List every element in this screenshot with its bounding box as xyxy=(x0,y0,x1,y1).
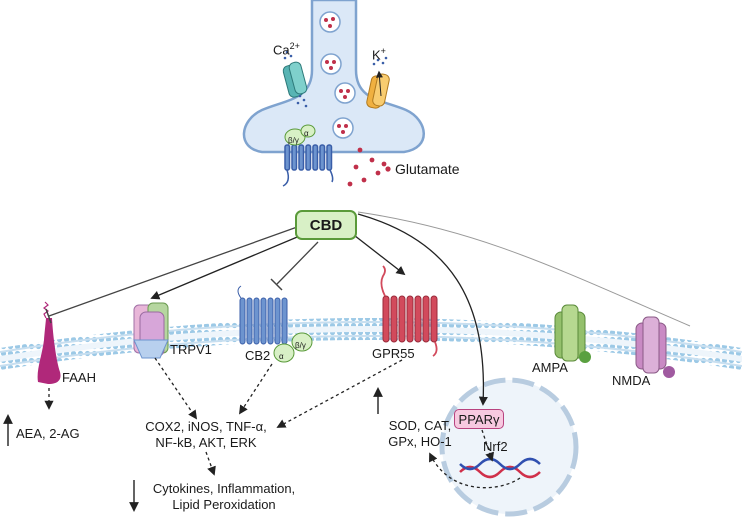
beta-gamma-label-top: β/γ xyxy=(288,136,299,145)
cbd-to-cb2-inhibit xyxy=(276,241,319,285)
calcium-label: Ca2+ xyxy=(273,41,300,58)
ca-channel-icon xyxy=(282,50,308,108)
gpcr-icon xyxy=(282,144,334,187)
potassium-label: K+ xyxy=(372,46,386,63)
trpv1-to-cox-arrow xyxy=(154,357,198,420)
nmda-receptor xyxy=(635,316,675,378)
alpha-subunit-cb2 xyxy=(273,343,295,363)
nucleus xyxy=(439,377,579,517)
k-channel-icon xyxy=(366,56,390,109)
beta-gamma-subunit-top xyxy=(284,128,306,146)
cb2-to-cox-arrow xyxy=(239,363,273,415)
ppar-label: PPARγ xyxy=(458,411,500,427)
cox-label-line1: COX2, iNOS, TNF-α, xyxy=(145,419,267,434)
trpv1-label: TRPV1 xyxy=(170,342,212,357)
alpha-subunit-top xyxy=(300,124,316,138)
cytokines-label-line2: Lipid Peroxidation xyxy=(172,497,276,512)
nrf2-label: Nrf2 xyxy=(483,439,508,454)
gpr55-to-cox-arrow xyxy=(276,359,403,428)
ppar-to-nrf2-arrow xyxy=(481,429,495,462)
glutamate-label: Glutamate xyxy=(395,161,460,177)
trpv1-channel xyxy=(133,302,169,359)
ppar-box: PPARγ xyxy=(454,409,504,429)
glutamate-release xyxy=(347,147,391,187)
cox-to-cytokines-arrow xyxy=(205,451,216,476)
cbd-label: CBD xyxy=(309,216,343,234)
beta-gamma-label-cb2: β/γ xyxy=(295,341,306,350)
dna-icon xyxy=(459,457,541,479)
nmda-label: NMDA xyxy=(612,373,651,388)
faah-label: FAAH xyxy=(62,370,96,385)
gpr55-receptor xyxy=(380,265,438,357)
cytokines-label-line1: Cytokines, Inflammation, xyxy=(152,481,296,496)
cbd-to-gpr55-arrow xyxy=(349,231,406,276)
ampa-receptor xyxy=(554,304,591,363)
nrf2-to-sod-arrow xyxy=(429,452,521,489)
cb2-receptor xyxy=(237,285,288,345)
gpr55-label: GPR55 xyxy=(372,346,415,361)
alpha-label-top: α xyxy=(304,129,309,138)
cox-label-line2: NF-kB, AKT, ERK xyxy=(155,435,257,450)
cbd-to-faah-inhibit xyxy=(48,225,301,317)
aea-label: AEA, 2-AG xyxy=(16,426,80,441)
cell-membrane xyxy=(0,318,742,370)
cb2-label: CB2 xyxy=(245,348,271,363)
ampa-label: AMPA xyxy=(532,360,568,375)
cbd-to-ppar-arrow xyxy=(357,213,488,406)
vesicle-icon xyxy=(319,11,356,139)
alpha-label-cb2: α xyxy=(279,352,284,361)
cbd-to-trpv1-arrow xyxy=(150,234,303,300)
sod-label-line2: GPx, HO-1 xyxy=(388,434,452,449)
sod-label-line1: SOD, CAT, xyxy=(388,418,452,433)
beta-gamma-subunit-cb2 xyxy=(291,332,313,352)
cbd-box: CBD xyxy=(295,210,357,240)
